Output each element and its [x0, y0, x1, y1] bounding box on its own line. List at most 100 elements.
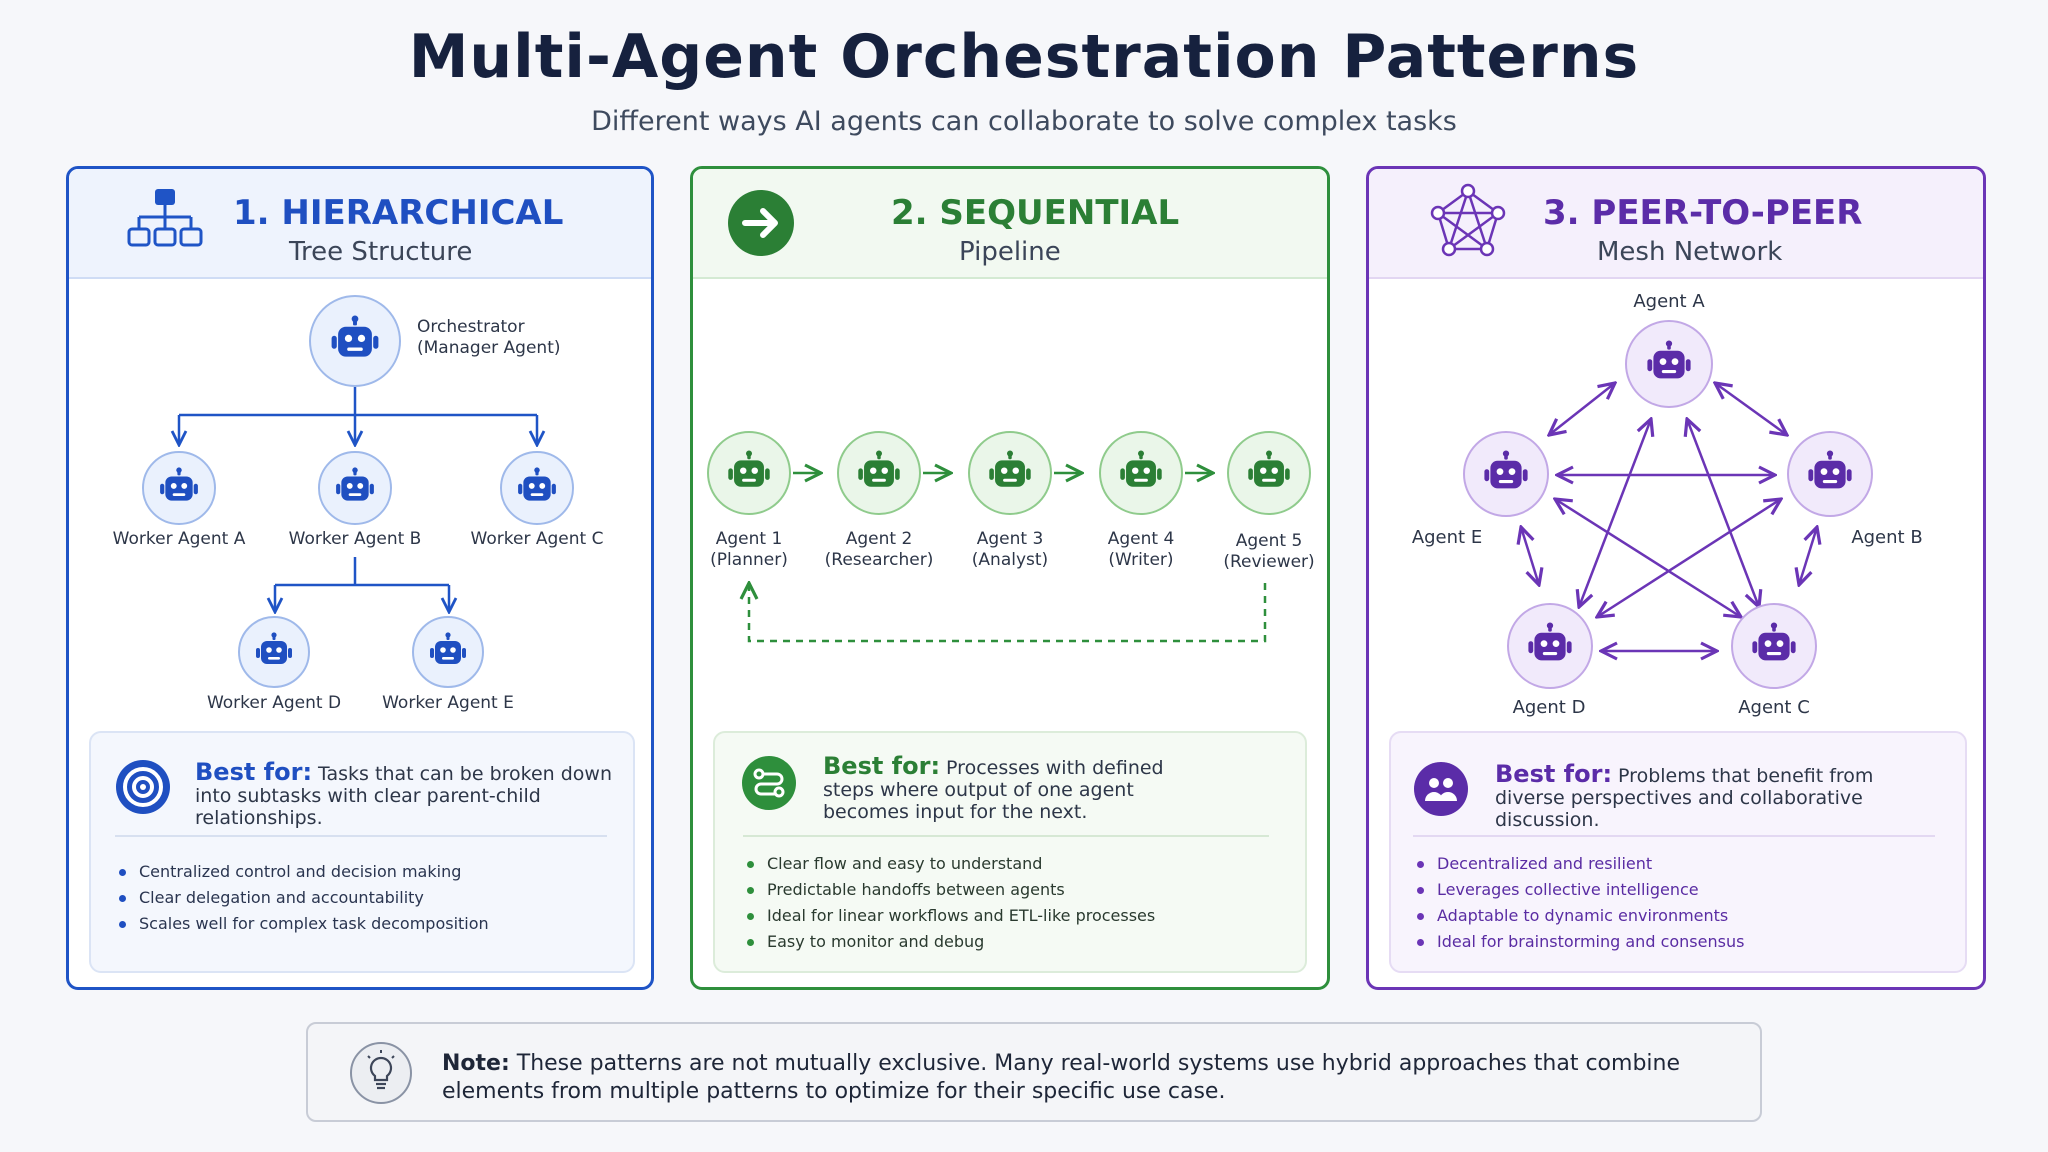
divider	[1413, 835, 1935, 837]
robot-icon	[329, 315, 381, 367]
pipeline-agent-5-label: Agent 5 (Reviewer)	[1209, 531, 1327, 573]
robot-icon	[856, 450, 902, 496]
worker-agent-c-label: Worker Agent C	[470, 529, 604, 549]
sequential-title: 2. SEQUENTIAL	[891, 193, 1180, 233]
hierarchical-best-for-box: Best for:Tasks that can be broken down i…	[89, 731, 635, 973]
best-for-heading: Best for:	[1495, 760, 1613, 788]
robot-icon	[726, 450, 772, 496]
best-for-heading: Best for:	[823, 752, 941, 780]
peer-agent-c	[1731, 603, 1817, 689]
robot-icon	[1246, 450, 1292, 496]
peer-agent-b	[1787, 431, 1873, 517]
robot-icon	[1645, 340, 1693, 388]
sequential-best-for-box: Best for:Processes with defined steps wh…	[713, 731, 1307, 973]
mesh-connectors	[1369, 169, 1986, 990]
worker-agent-d	[238, 616, 310, 688]
target-icon	[116, 760, 170, 814]
pipeline-agent-1	[707, 431, 791, 515]
peer-agent-a	[1625, 320, 1713, 408]
list-item: Easy to monitor and debug	[745, 929, 1155, 955]
worker-agent-c	[500, 451, 574, 525]
agent-name: Agent 2	[845, 529, 913, 549]
worker-agent-a	[142, 451, 216, 525]
list-item: Leverages collective intelligence	[1415, 877, 1744, 903]
note-box: Note: These patterns are not mutually ex…	[306, 1022, 1762, 1122]
pipeline-agent-1-label: Agent 1 (Planner)	[693, 529, 809, 571]
note-body: These patterns are not mutually exclusiv…	[442, 1051, 1681, 1104]
worker-agent-d-label: Worker Agent D	[206, 693, 342, 713]
robot-icon	[254, 632, 294, 672]
agent-role: (Researcher)	[824, 550, 934, 570]
peer-best-for-box: Best for:Problems that benefit from dive…	[1389, 731, 1967, 973]
agent-role: (Writer)	[1108, 550, 1174, 570]
peer-benefits-list: Decentralized and resilient Leverages co…	[1415, 851, 1744, 955]
worker-agent-b-label: Worker Agent B	[288, 529, 422, 549]
pipeline-agent-3-label: Agent 3 (Analyst)	[950, 529, 1070, 571]
sequential-subtitle: Pipeline	[959, 237, 1061, 267]
hierarchical-best-for: Best for:Tasks that can be broken down i…	[195, 758, 615, 829]
pipeline-agent-2	[837, 431, 921, 515]
note-heading: Note:	[442, 1051, 510, 1076]
robot-icon	[1118, 450, 1164, 496]
robot-icon	[1482, 450, 1530, 498]
robot-icon	[158, 467, 200, 509]
worker-agent-a-label: Worker Agent A	[112, 529, 246, 549]
robot-icon	[428, 632, 468, 672]
list-item: Ideal for brainstorming and consensus	[1415, 929, 1744, 955]
robot-icon	[516, 467, 558, 509]
orchestrator-label: Orchestrator (Manager Agent)	[417, 317, 561, 359]
agent-role: (Planner)	[710, 550, 788, 570]
worker-agent-b	[318, 451, 392, 525]
sequential-best-for: Best for:Processes with defined steps wh…	[823, 752, 1183, 823]
robot-icon	[334, 467, 376, 509]
orchestrator-role: (Manager Agent)	[417, 338, 561, 358]
sequential-panel: 2. SEQUENTIAL Pipeline Agent 1 (Planner)…	[690, 166, 1330, 990]
worker-agent-e-label: Worker Agent E	[382, 693, 514, 713]
list-item: Predictable handoffs between agents	[745, 877, 1155, 903]
pipeline-agent-4	[1099, 431, 1183, 515]
page-title: Multi-Agent Orchestration Patterns	[408, 22, 1640, 92]
mesh-network-icon	[1430, 183, 1506, 257]
agent-role: (Reviewer)	[1223, 552, 1315, 572]
peer-header: 3. PEER-TO-PEER Mesh Network	[1369, 169, 1983, 279]
pipeline-connectors	[693, 169, 1267, 643]
peer-agent-c-label: Agent C	[1738, 697, 1810, 718]
best-for-heading: Best for:	[195, 758, 313, 786]
best-for-text: Problems that benefit from diverse persp…	[1495, 765, 1874, 831]
hierarchy-tree-connectors	[69, 387, 654, 990]
pipeline-agent-3	[968, 431, 1052, 515]
best-for-text: Processes with defined steps where outpu…	[823, 757, 1164, 823]
list-item: Ideal for linear workflows and ETL-like …	[745, 903, 1155, 929]
sequential-benefits-list: Clear flow and easy to understand Predic…	[745, 851, 1155, 955]
agent-name: Agent 3	[976, 529, 1044, 549]
robot-icon	[1750, 622, 1798, 670]
peer-agent-e-label: Agent E	[1411, 527, 1483, 548]
workflow-icon	[742, 756, 796, 810]
agent-name: Agent 1	[715, 529, 783, 549]
agent-name: Agent 4	[1107, 529, 1175, 549]
robot-icon	[987, 450, 1033, 496]
hierarchical-header: 1. HIERARCHICAL Tree Structure	[69, 169, 651, 279]
peer-agent-d	[1507, 603, 1593, 689]
agent-name: Agent 5	[1235, 531, 1303, 551]
peer-agent-d-label: Agent D	[1512, 697, 1586, 718]
hierarchical-panel: 1. HIERARCHICAL Tree Structure Orchestra…	[66, 166, 654, 990]
pipeline-agent-4-label: Agent 4 (Writer)	[1081, 529, 1201, 571]
peer-best-for: Best for:Problems that benefit from dive…	[1495, 760, 1935, 831]
orchestrator-agent	[309, 295, 401, 387]
pipeline-agent-5	[1227, 431, 1311, 515]
lightbulb-icon	[350, 1042, 412, 1104]
robot-icon	[1526, 622, 1574, 670]
peer-title: 3. PEER-TO-PEER	[1543, 193, 1863, 233]
hierarchical-benefits-list: Centralized control and decision making …	[117, 859, 489, 937]
peer-panel: 3. PEER-TO-PEER Mesh Network Agent A Age…	[1366, 166, 1986, 990]
arrow-right-icon	[728, 190, 794, 256]
page-subtitle: Different ways AI agents can collaborate…	[591, 106, 1457, 137]
list-item: Adaptable to dynamic environments	[1415, 903, 1744, 929]
best-for-text: Tasks that can be broken down into subta…	[195, 763, 613, 829]
worker-agent-e	[412, 616, 484, 688]
users-icon	[1414, 762, 1468, 816]
list-item: Clear delegation and accountability	[117, 885, 489, 911]
robot-icon	[1806, 450, 1854, 498]
list-item: Centralized control and decision making	[117, 859, 489, 885]
